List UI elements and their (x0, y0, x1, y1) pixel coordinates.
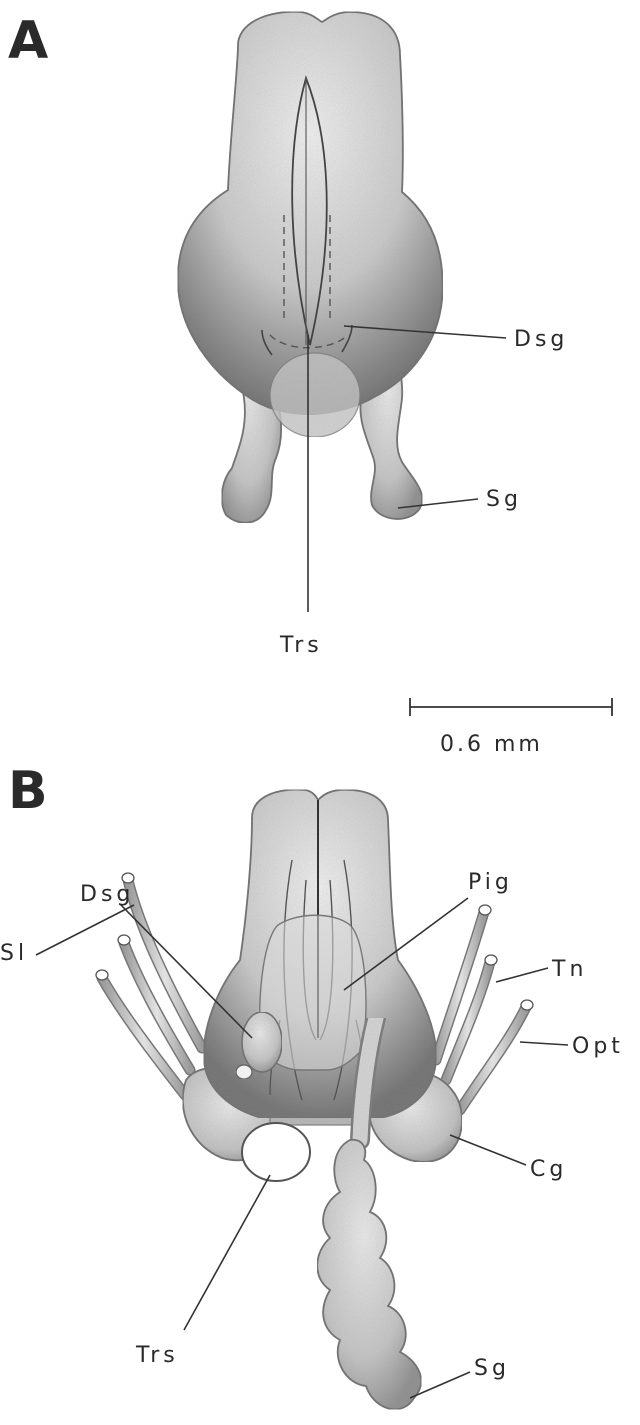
panel-a-letter: A (8, 11, 48, 71)
panel-b-opt-leader (520, 1042, 568, 1045)
panel-b-tn-leader (496, 968, 548, 982)
panel-b-opt-label: Opt (572, 1034, 624, 1059)
panel-b-letter: B (8, 761, 48, 821)
panel-a-trs-label: Trs (279, 633, 323, 658)
panel-b-trs-label: Trs (135, 1343, 179, 1368)
panel-a-sg-label: Sg (486, 487, 522, 512)
scale-bar: 0.6 mm (410, 698, 612, 757)
panel-b-statocyst (242, 1123, 310, 1181)
panel-b-cg-leader (450, 1135, 526, 1165)
panel-b-pig-label: Pig (468, 870, 513, 895)
scale-bar-label: 0.6 mm (440, 732, 543, 757)
panel-a-dsg-label: Dsg (514, 327, 568, 352)
panel-b-dsg-label: Dsg (80, 882, 134, 907)
panel-a: A Dsg Sg Trs (8, 11, 568, 658)
panel-b-sg-label: Sg (474, 1356, 510, 1381)
panel-b-trs-leader (184, 1175, 270, 1330)
panel-b-cg-label: Cg (530, 1157, 567, 1182)
panel-a-cerebral-mass (178, 12, 443, 437)
panel-b-sl-label: Sl (0, 941, 28, 966)
panel-b-sl-leader (36, 905, 134, 955)
panel-b-right-nerves (436, 905, 533, 1110)
panel-b: B (0, 761, 624, 1409)
panel-b-tn-label: Tn (551, 957, 587, 982)
